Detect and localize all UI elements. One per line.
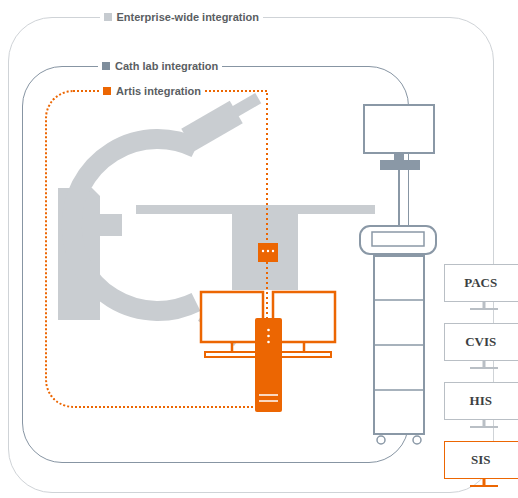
cart-shelf xyxy=(374,299,424,301)
workstation-tower xyxy=(255,318,282,412)
region-label: Enterprise-wide integration xyxy=(117,10,259,24)
system-stand xyxy=(483,361,486,367)
system-label: HIS xyxy=(470,393,492,409)
cart-wheel xyxy=(413,436,421,444)
cart-monitor-base xyxy=(380,160,420,170)
system-box: HIS xyxy=(444,382,518,420)
dotted-link xyxy=(266,93,268,243)
system-stand xyxy=(483,420,486,426)
region-heading: Artis integration xyxy=(99,84,205,98)
tower-slot xyxy=(259,400,278,402)
system-box: CVIS xyxy=(444,323,518,361)
system-base xyxy=(470,367,498,369)
cart-wheel xyxy=(377,436,385,444)
heading-square xyxy=(104,13,112,21)
system-box: PACS xyxy=(444,264,518,302)
c-arm xyxy=(72,139,196,311)
module-dot xyxy=(272,250,274,252)
cart-monitor-stand xyxy=(394,153,404,160)
system-box: SIS xyxy=(444,441,518,479)
detector xyxy=(181,88,265,152)
cart-body xyxy=(374,256,424,434)
monitor xyxy=(201,292,263,342)
cart-shelf xyxy=(374,344,424,346)
c-arm-joint xyxy=(92,214,122,236)
table-top xyxy=(136,205,375,214)
module-dot xyxy=(267,250,269,252)
monitor-stand xyxy=(303,342,306,352)
system-stand xyxy=(483,302,486,308)
table-pedestal xyxy=(232,214,298,290)
tower-slot xyxy=(259,394,278,396)
system-label: PACS xyxy=(464,275,497,291)
system-base xyxy=(470,485,498,487)
region-label: Artis integration xyxy=(116,84,201,98)
cart-monitor xyxy=(364,105,434,153)
cart-shelf xyxy=(374,389,424,391)
region-label: Cath lab integration xyxy=(115,59,218,73)
cart-pole xyxy=(398,170,400,226)
monitor xyxy=(273,292,335,342)
table-control-module xyxy=(258,243,278,262)
cart-console xyxy=(360,226,436,254)
tower-dot xyxy=(267,335,270,338)
heading-square xyxy=(102,62,110,70)
system-stand xyxy=(483,479,486,485)
dotted-link xyxy=(266,262,268,318)
module-dot xyxy=(262,250,264,252)
tower-dot xyxy=(267,341,270,344)
region-heading: Enterprise-wide integration xyxy=(100,10,263,24)
system-label: CVIS xyxy=(465,334,496,350)
monitor-stand xyxy=(231,342,234,352)
region-heading: Cath lab integration xyxy=(98,59,222,73)
cart-keyboard xyxy=(372,232,424,246)
system-base xyxy=(470,308,498,310)
detector-handle xyxy=(228,93,262,119)
system-base xyxy=(470,426,498,428)
heading-square xyxy=(103,87,111,95)
system-label: SIS xyxy=(471,452,491,468)
tower-dot xyxy=(267,329,270,332)
